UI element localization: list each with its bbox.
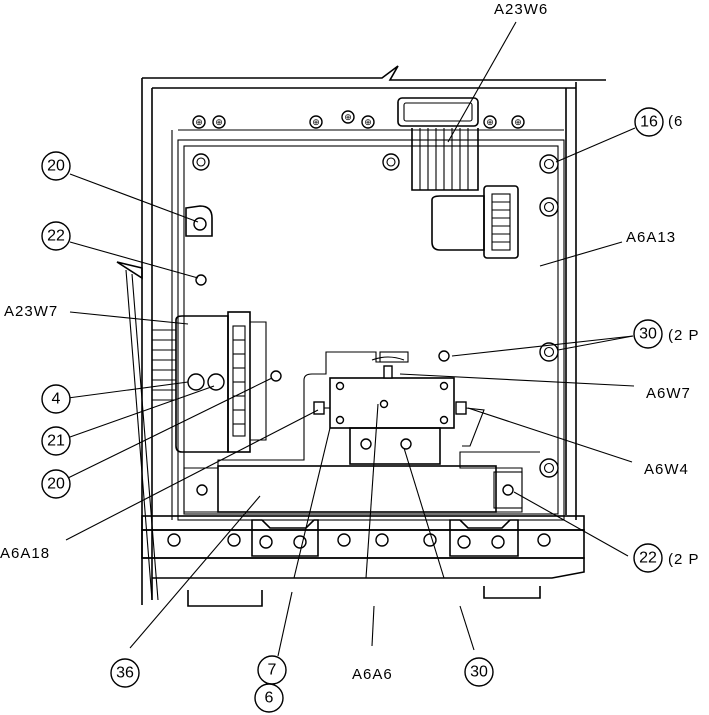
leader-lines xyxy=(65,21,636,657)
label-a23w6: A23W6 xyxy=(494,1,548,18)
label-a6a13: A6A13 xyxy=(626,229,676,246)
svg-text:16: 16 xyxy=(640,114,658,131)
callout-36: 36 xyxy=(110,658,140,688)
callout-30-right: 30 (2 P xyxy=(633,319,700,349)
svg-text:20: 20 xyxy=(47,158,65,175)
callout-20-top: 20 xyxy=(41,151,71,181)
callout-21: 21 xyxy=(41,426,71,456)
svg-text:⊕: ⊕ xyxy=(486,117,494,127)
module-a6a6 xyxy=(183,351,540,513)
callout-7: 7 xyxy=(257,655,287,685)
component-labels: A23W6 A6A13 A23W7 A6W7 A6W4 A6A18 A6A6 xyxy=(0,1,691,683)
callouts: 16 (6 20 22 30 (2 P 4 21 20 xyxy=(41,107,700,713)
svg-text:20: 20 xyxy=(47,476,65,493)
svg-text:4: 4 xyxy=(52,391,61,408)
svg-text:6: 6 xyxy=(265,690,274,707)
chassis-frame xyxy=(116,65,606,607)
board-screws xyxy=(185,153,559,478)
callout-4: 4 xyxy=(41,384,71,414)
label-a23w7: A23W7 xyxy=(4,303,58,320)
label-a6w4: A6W4 xyxy=(644,461,689,478)
svg-text:⊕: ⊕ xyxy=(312,117,320,127)
front-panel-hardware xyxy=(167,519,551,557)
svg-text:36: 36 xyxy=(116,665,134,682)
callout-22-bottom: 22 (2 P xyxy=(633,543,700,573)
callout-30-right-qty: (2 P xyxy=(668,327,700,344)
label-a6w7: A6W7 xyxy=(646,385,691,402)
screw-row-top: ⊕ ⊕ ⊕ ⊕ ⊕ ⊕ ⊕ xyxy=(192,110,525,129)
label-a6a6: A6A6 xyxy=(352,666,393,683)
callout-16: 16 (6 xyxy=(634,107,683,137)
callout-6: 6 xyxy=(254,683,284,713)
callout-22-bottom-qty: (2 P xyxy=(668,551,700,568)
svg-text:⊕: ⊕ xyxy=(344,112,352,122)
label-a6a18: A6A18 xyxy=(0,545,50,562)
svg-text:30: 30 xyxy=(639,326,657,343)
svg-text:⊕: ⊕ xyxy=(195,117,203,127)
svg-text:21: 21 xyxy=(47,433,65,450)
svg-text:22: 22 xyxy=(639,550,657,567)
svg-text:7: 7 xyxy=(268,662,277,679)
svg-text:⊕: ⊕ xyxy=(215,117,223,127)
callout-20-mid: 20 xyxy=(41,469,71,499)
svg-text:30: 30 xyxy=(470,664,488,681)
callout-22-top: 22 xyxy=(41,221,71,251)
cable-a23w7 xyxy=(152,311,267,453)
svg-text:⊕: ⊕ xyxy=(514,117,522,127)
ribbon-cable-a23w6 xyxy=(397,97,519,259)
callout-30-bottom: 30 xyxy=(464,657,494,687)
callout-16-qty: (6 xyxy=(668,113,683,130)
svg-text:⊕: ⊕ xyxy=(364,117,372,127)
svg-text:22: 22 xyxy=(47,228,65,245)
